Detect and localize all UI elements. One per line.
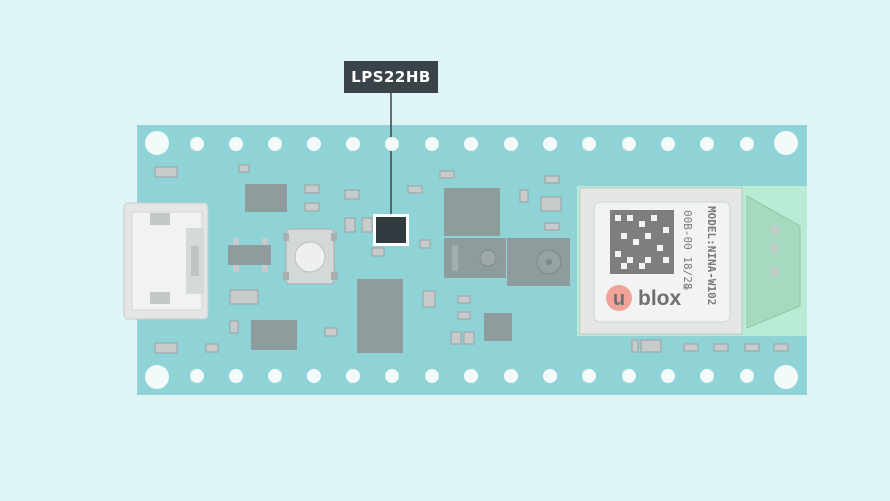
ic-center-large [357, 279, 403, 353]
header-pin-bottom-7 [425, 369, 439, 383]
header-pin-top-6 [385, 137, 399, 151]
header-pin-bottom-3 [268, 369, 282, 383]
header-pin-bottom-1 [190, 369, 204, 383]
header-pin-bottom-14 [700, 369, 714, 383]
header-pin-bottom-8 [464, 369, 478, 383]
header-pin-bottom-15 [740, 369, 754, 383]
header-pin-top-2 [229, 137, 243, 151]
ublox-logo-letter: u [613, 288, 625, 310]
ic-bottom-left [251, 320, 297, 350]
header-pin-bottom-9 [504, 369, 518, 383]
ic-small-square [484, 313, 512, 341]
mounting-hole-bottom-right [774, 365, 798, 389]
mounting-hole-bottom-left [145, 365, 169, 389]
header-pin-top-11 [582, 137, 596, 151]
ic-processor [444, 188, 500, 236]
reset-button [283, 228, 337, 285]
header-pin-bottom-2 [229, 369, 243, 383]
header-pin-bottom-10 [543, 369, 557, 383]
ublox-brand-name: blox [638, 287, 681, 310]
header-pin-top-4 [307, 137, 321, 151]
header-pin-top-13 [661, 137, 675, 151]
micro-usb-connector [123, 202, 209, 320]
header-pin-top-14 [700, 137, 714, 151]
header-pins-bottom [190, 369, 754, 383]
header-pins-top [190, 137, 754, 151]
header-pin-top-7 [425, 137, 439, 151]
header-pin-bottom-5 [346, 369, 360, 383]
ic-top-left [245, 184, 287, 212]
module-model-text: MODEL:NINA-W102 [705, 206, 718, 305]
chip-components [228, 184, 570, 353]
mounting-hole-top-left [145, 131, 169, 155]
header-pin-top-1 [190, 137, 204, 151]
registered-mark: ® [683, 283, 689, 292]
header-pin-bottom-11 [582, 369, 596, 383]
header-pin-top-15 [740, 137, 754, 151]
antenna [746, 195, 801, 329]
header-pin-top-5 [346, 137, 360, 151]
header-pin-bottom-13 [661, 369, 675, 383]
header-pin-top-10 [543, 137, 557, 151]
header-pin-top-8 [464, 137, 478, 151]
module-code-text: 00B-00 18/28 [681, 210, 694, 289]
header-pin-bottom-6 [385, 369, 399, 383]
lps22hb-sensor-chip [373, 214, 409, 246]
header-pin-top-3 [268, 137, 282, 151]
header-pin-bottom-4 [307, 369, 321, 383]
mounting-hole-top-right [774, 131, 798, 155]
header-pin-top-12 [622, 137, 636, 151]
sensor-callout-label: LPS22HB [344, 61, 438, 93]
regulator-chip [228, 245, 271, 265]
ublox-logo-icon [606, 285, 632, 311]
header-pin-bottom-12 [622, 369, 636, 383]
header-pin-top-9 [504, 137, 518, 151]
wifi-module: 00B-00 18/28 MODEL:NINA-W102 u blox ® [577, 186, 807, 336]
